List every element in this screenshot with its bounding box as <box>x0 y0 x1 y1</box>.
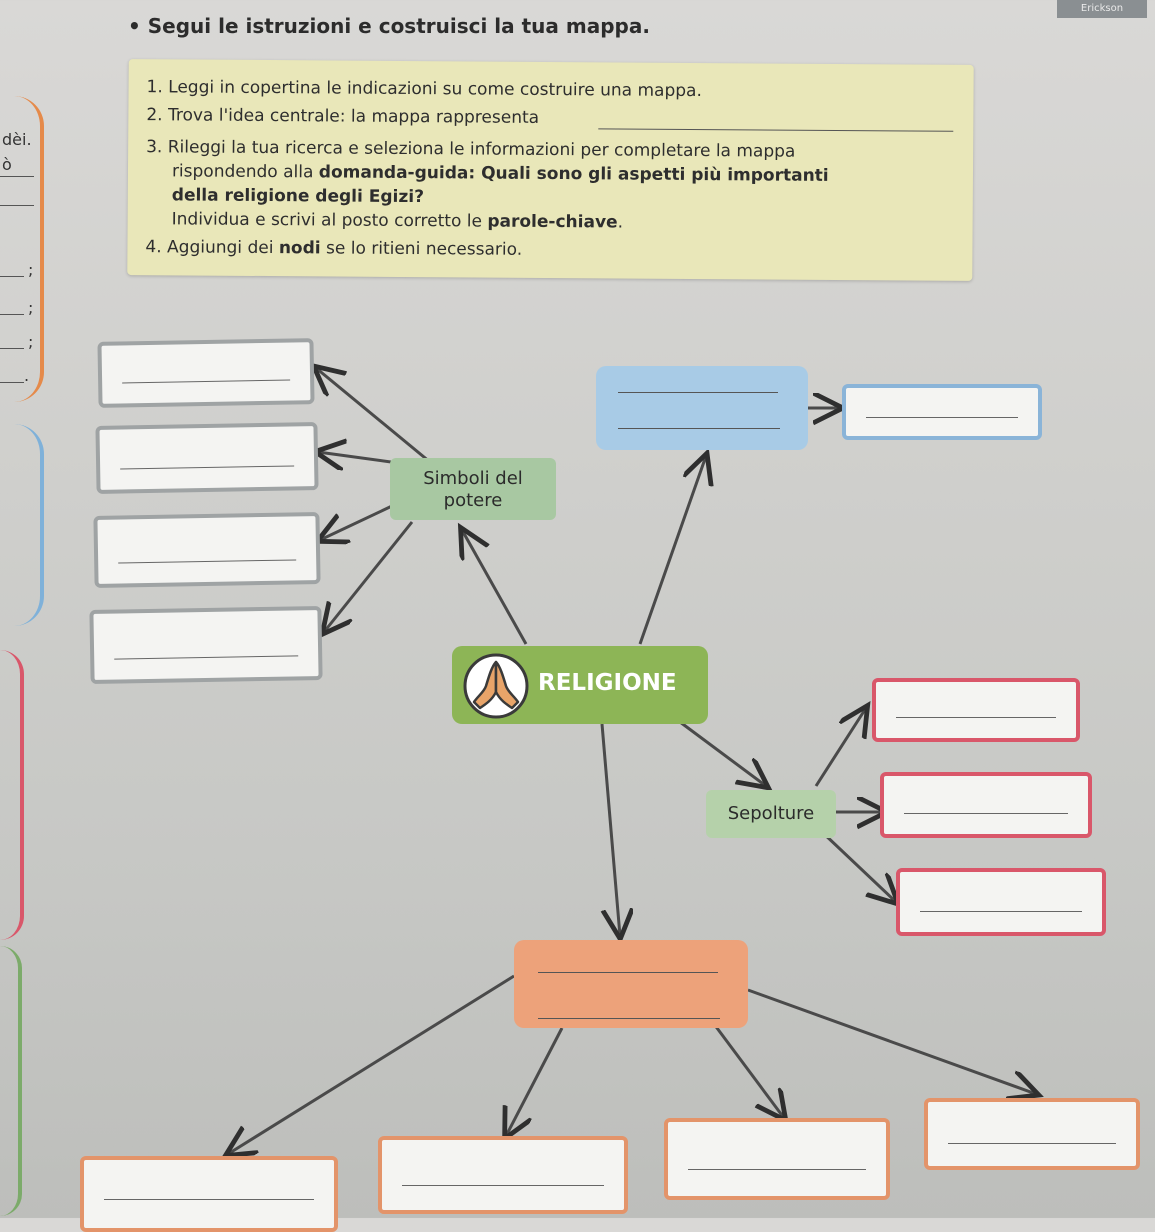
node-label: potere <box>443 490 503 511</box>
node-label: Sepolture <box>727 803 815 824</box>
publisher-logo: Erickson <box>1057 0 1147 18</box>
margin-line <box>0 314 24 315</box>
answer-box[interactable] <box>93 512 321 588</box>
connector <box>820 830 896 902</box>
connector <box>679 720 766 786</box>
margin-fragment: dèi. <box>2 130 32 149</box>
central-label: RELIGIONE <box>538 670 677 696</box>
prev-page-green-frame <box>0 946 22 1216</box>
margin-line <box>0 205 34 206</box>
node-sepolture: Sepolture <box>706 790 836 838</box>
answer-box[interactable] <box>95 422 319 494</box>
connector <box>814 708 866 787</box>
node-empty-orange[interactable] <box>514 940 748 1028</box>
margin-line <box>0 176 34 177</box>
connector <box>600 723 620 936</box>
page-title: • Segui le istruzioni e costruisci la tu… <box>128 14 650 38</box>
connector <box>712 1023 784 1118</box>
connector <box>324 521 414 632</box>
margin-line <box>0 276 24 277</box>
answer-box[interactable] <box>880 772 1092 838</box>
margin-fragment: ; <box>28 332 34 351</box>
answer-box[interactable] <box>80 1156 338 1232</box>
prev-page-red-frame <box>0 650 24 940</box>
connector <box>320 504 393 540</box>
node-label: Simboli del <box>423 468 523 489</box>
praying-hands-icon <box>463 653 529 719</box>
margin-fragment: ò <box>2 155 12 174</box>
connector <box>316 368 431 464</box>
answer-line[interactable] <box>538 972 718 973</box>
connector <box>506 1027 564 1136</box>
answer-box[interactable] <box>97 338 315 408</box>
prev-page-blue-frame <box>0 424 44 626</box>
answer-line[interactable] <box>618 392 778 393</box>
margin-line <box>0 348 24 349</box>
answer-box[interactable] <box>664 1118 890 1200</box>
margin-fragment: ; <box>28 260 34 279</box>
answer-line[interactable] <box>618 428 780 429</box>
answer-box[interactable] <box>842 384 1042 440</box>
node-religione: RELIGIONE <box>452 646 708 724</box>
node-simboli-del-potere: Simboli del potere <box>390 458 556 520</box>
connector <box>638 456 706 645</box>
answer-box[interactable] <box>89 605 323 685</box>
connector <box>462 530 528 645</box>
answer-box[interactable] <box>872 678 1080 742</box>
connector <box>747 988 1036 1094</box>
answer-line[interactable] <box>538 1018 720 1019</box>
answer-box[interactable] <box>896 868 1106 936</box>
connector <box>228 974 515 1154</box>
answer-box[interactable] <box>924 1098 1140 1170</box>
node-empty-blue[interactable] <box>596 366 808 450</box>
margin-fragment: ; <box>28 298 34 317</box>
prev-page-orange-frame <box>0 96 44 402</box>
answer-box[interactable] <box>378 1136 628 1214</box>
